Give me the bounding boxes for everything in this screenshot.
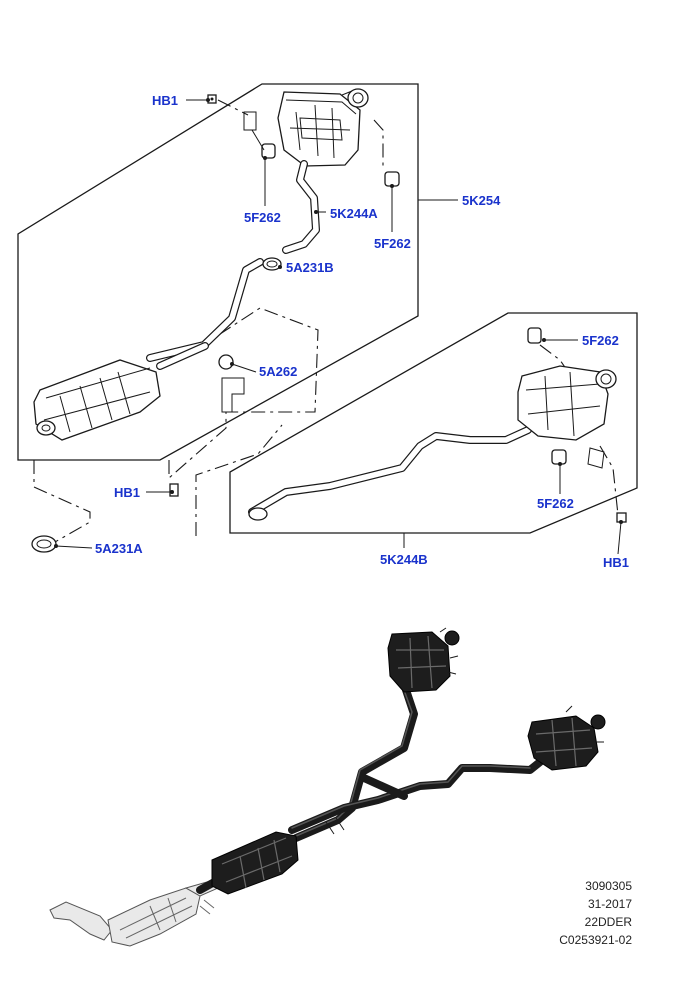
footer-line-1: 3090305 (585, 879, 632, 893)
insulator-right-top (527, 327, 542, 344)
bolt-hb1-left (169, 483, 179, 497)
group-outline-5k244b (229, 312, 638, 534)
assembled-pipe-left (292, 686, 418, 842)
dashdot-frontpipe (33, 460, 91, 543)
footer-line-2: 31-2017 (588, 897, 632, 911)
callout-5f262-right-bottom[interactable]: 5F262 (537, 496, 574, 511)
callout-5k244b[interactable]: 5K244B (380, 552, 428, 567)
callout-hb1-top[interactable]: HB1 (152, 93, 178, 108)
callout-5k244a[interactable]: 5K244A (330, 206, 378, 221)
assembled-pipe-link (360, 774, 408, 800)
center-muffler (33, 359, 161, 441)
clamp-right-front (248, 507, 268, 521)
assembled-pipe-right (288, 758, 544, 834)
exploded-view: HB1 5F262 5K244A 5F262 5K254 5A231B 5A26… (17, 83, 638, 570)
footer-line-4: C0253921-02 (559, 933, 632, 947)
footer-reference: 3090305 31-2017 22DDER C0253921-02 (559, 879, 632, 947)
insulator-upper-right (384, 171, 400, 187)
assembled-rear-muffler-left (387, 627, 460, 693)
bracket-right (587, 447, 605, 469)
dashdot-hanger-5a262 (168, 307, 319, 480)
front-catalyst (49, 879, 219, 947)
group-outline-5k254 (17, 83, 419, 461)
footer-line-3: 22DDER (585, 915, 633, 929)
rear-right-muffler (517, 365, 617, 441)
leader-lines (54, 98, 623, 555)
callout-5a231a[interactable]: 5A231A (95, 541, 143, 556)
callout-hb1-right[interactable]: HB1 (603, 555, 629, 570)
callout-5f262-upper-left[interactable]: 5F262 (244, 210, 281, 225)
dashdot-right-5f262 (539, 344, 576, 383)
insulator-right-bottom (551, 449, 567, 465)
upper-rear-muffler (277, 88, 369, 167)
assembled-center-muffler (211, 817, 345, 895)
callout-5f262-upper-right[interactable]: 5F262 (374, 236, 411, 251)
dashdot-rear-link (195, 424, 283, 536)
bracket-top-left (243, 111, 265, 151)
callout-5a262[interactable]: 5A262 (259, 364, 297, 379)
clamp-5a231a (31, 535, 57, 553)
callout-hb1-left[interactable]: HB1 (114, 485, 140, 500)
callout-5f262-right-top[interactable]: 5F262 (582, 333, 619, 348)
dashdot-right-hb1 (599, 445, 619, 516)
insulator-upper-left (261, 143, 276, 159)
clamp-5a231b (262, 257, 282, 271)
dashdot-top-hb1 (217, 99, 249, 116)
assembled-view (49, 627, 606, 947)
dashdot-top-right-5f262 (373, 119, 384, 168)
callout-5k254[interactable]: 5K254 (462, 193, 501, 208)
assembled-rear-muffler-right (527, 705, 606, 771)
callout-5a231b[interactable]: 5A231B (286, 260, 334, 275)
hanger-bracket-5a262 (218, 354, 245, 413)
